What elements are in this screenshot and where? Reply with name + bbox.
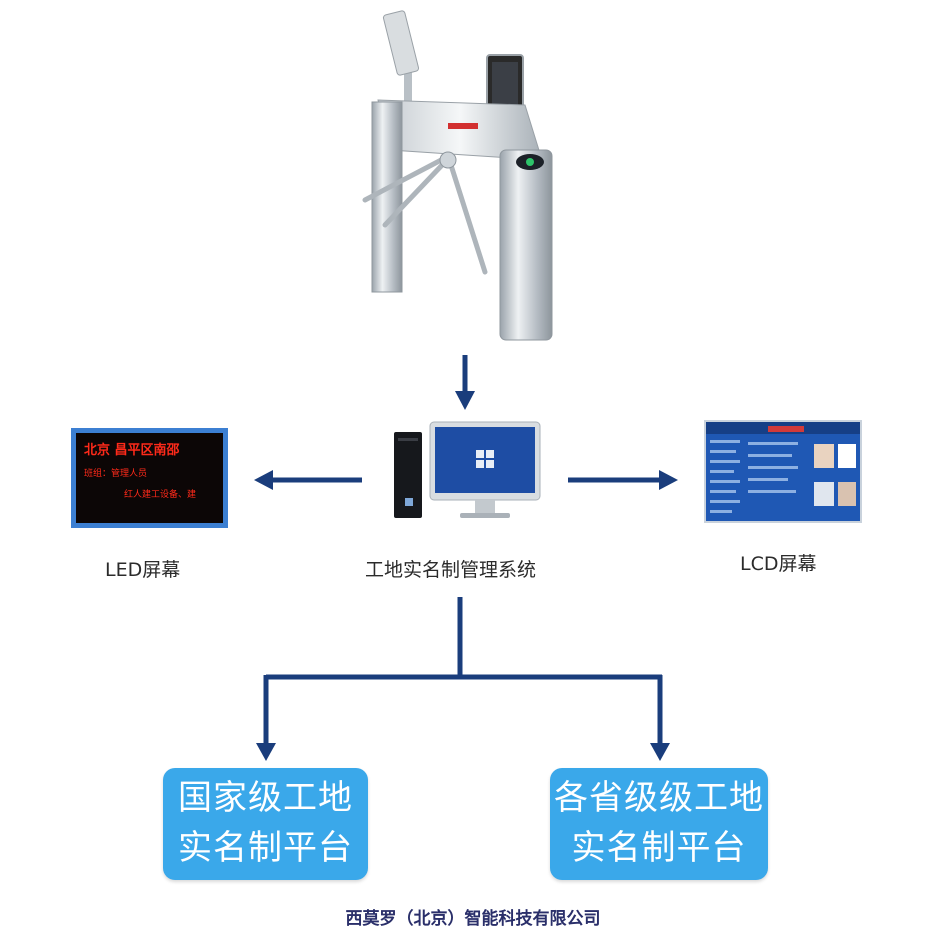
led-screen-image: 北京 昌平区南邵 班组：管理人员 红人建工设备、建: [71, 428, 228, 528]
provincial-platform-box: 各省级级工地 实名制平台: [550, 768, 768, 880]
national-platform-box: 国家级工地 实名制平台: [163, 768, 368, 880]
arrow-down-icon: [650, 743, 670, 761]
national-platform-line-2: 实名制平台: [178, 828, 353, 868]
lcd-label: LCD屏幕: [740, 553, 817, 575]
led-screen-line-3: 红人建工设备、建: [124, 490, 197, 500]
led-label: LED屏幕: [105, 559, 181, 581]
system-label: 工地实名制管理系统: [365, 559, 537, 581]
provincial-platform-line-2: 实名制平台: [571, 828, 747, 868]
provincial-platform-line-1: 各省级级工地: [554, 778, 764, 818]
arrow-down-icon: [256, 743, 276, 761]
company-name: 西莫罗（北京）智能科技有限公司: [345, 909, 601, 929]
lcd-screen-image: [704, 420, 862, 523]
led-screen-line-2: 班组：管理人员: [84, 469, 148, 479]
led-screen-line-1: 北京 昌平区南邵: [84, 443, 180, 458]
arrow-down-icon: [455, 391, 475, 410]
computer-image: [394, 421, 541, 518]
arrow-right-icon: [659, 470, 678, 490]
national-platform-line-1: 国家级工地: [178, 778, 353, 818]
arrow-left-icon: [254, 470, 273, 490]
turnstile-image: [362, 10, 553, 341]
